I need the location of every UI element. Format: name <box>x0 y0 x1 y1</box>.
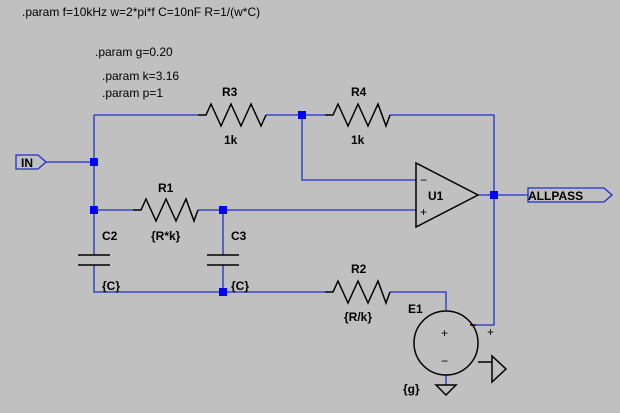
resistor-r4-name: R4 <box>351 85 367 99</box>
input-port-label: IN <box>21 156 33 170</box>
junction-dot <box>490 191 498 199</box>
opamp-u1-minus: − <box>420 173 427 187</box>
vcvs-e1-ground-icon <box>434 384 458 397</box>
resistor-r1-symbol <box>133 197 199 224</box>
junction-dot <box>219 288 227 296</box>
vcvs-e1-ctrl-ground-icon <box>491 354 508 384</box>
input-port-flag <box>15 154 47 170</box>
input-port[interactable]: IN <box>15 154 47 170</box>
vcvs-e1-ctrl-plus: + <box>487 325 494 339</box>
vcvs-e1-name: E1 <box>408 302 423 316</box>
wire-inverting-input <box>301 115 416 181</box>
junction-dot <box>90 158 98 166</box>
wire-r2-e1 <box>390 291 447 310</box>
param-directive-4[interactable]: .param p=1 <box>102 86 163 100</box>
resistor-r1[interactable]: R1 {R*k} <box>133 181 199 243</box>
wire-c2-bottom <box>93 265 223 293</box>
resistor-r2-symbol <box>325 279 391 306</box>
junction-dot <box>219 206 227 214</box>
wire-r4-out <box>390 114 495 195</box>
wires <box>46 114 528 385</box>
vcvs-e1-circle <box>413 310 479 376</box>
capacitor-c3[interactable]: C3 {C} <box>207 229 249 293</box>
capacitor-c3-value: {C} <box>231 279 249 293</box>
resistor-r4[interactable]: R4 1k <box>325 85 391 147</box>
param-directive-2[interactable]: .param g=0.20 <box>95 45 173 59</box>
capacitor-c2-name: C2 <box>102 229 118 243</box>
resistor-r3-value: 1k <box>224 133 238 147</box>
output-port-label: ALLPASS <box>528 189 583 203</box>
resistor-r2-value: {R/k} <box>344 310 372 324</box>
junction-dot <box>298 111 306 119</box>
resistor-r1-name: R1 <box>158 181 174 195</box>
resistor-r3-symbol <box>198 102 267 128</box>
opamp-u1-triangle <box>415 161 480 229</box>
resistor-r3-name: R3 <box>222 85 238 99</box>
opamp-u1-plus: + <box>420 205 427 219</box>
junctions <box>90 111 498 296</box>
param-directive-3[interactable]: .param k=3.16 <box>102 69 179 83</box>
param-directive-1[interactable]: .param f=10kHz w=2*pi*f C=10nF R=1/(w*C) <box>22 5 260 19</box>
wire-out-to-e1 <box>476 195 495 326</box>
resistor-r1-value: {R*k} <box>151 229 181 243</box>
capacitor-c2[interactable]: C2 {C} <box>78 229 120 293</box>
capacitor-c2-value: {C} <box>102 279 120 293</box>
junction-dot <box>90 206 98 214</box>
resistor-r4-symbol <box>325 102 391 129</box>
capacitor-c3-name: C3 <box>231 229 247 243</box>
resistor-r3[interactable]: R3 1k <box>198 85 267 147</box>
resistor-r2-name: R2 <box>351 262 367 276</box>
opamp-u1[interactable]: − + U1 <box>415 161 480 229</box>
vcvs-e1-plus: + <box>441 326 448 340</box>
output-port-flag <box>527 187 613 203</box>
resistor-r2[interactable]: R2 {R/k} <box>325 262 391 324</box>
vcvs-e1-value: {g} <box>403 382 420 396</box>
output-port[interactable]: ALLPASS <box>527 187 613 203</box>
resistor-r4-value: 1k <box>351 133 365 147</box>
opamp-u1-name: U1 <box>428 189 444 203</box>
vcvs-e1-minus: − <box>441 354 448 368</box>
vcvs-e1[interactable]: E1 + − + {g} <box>403 302 508 397</box>
